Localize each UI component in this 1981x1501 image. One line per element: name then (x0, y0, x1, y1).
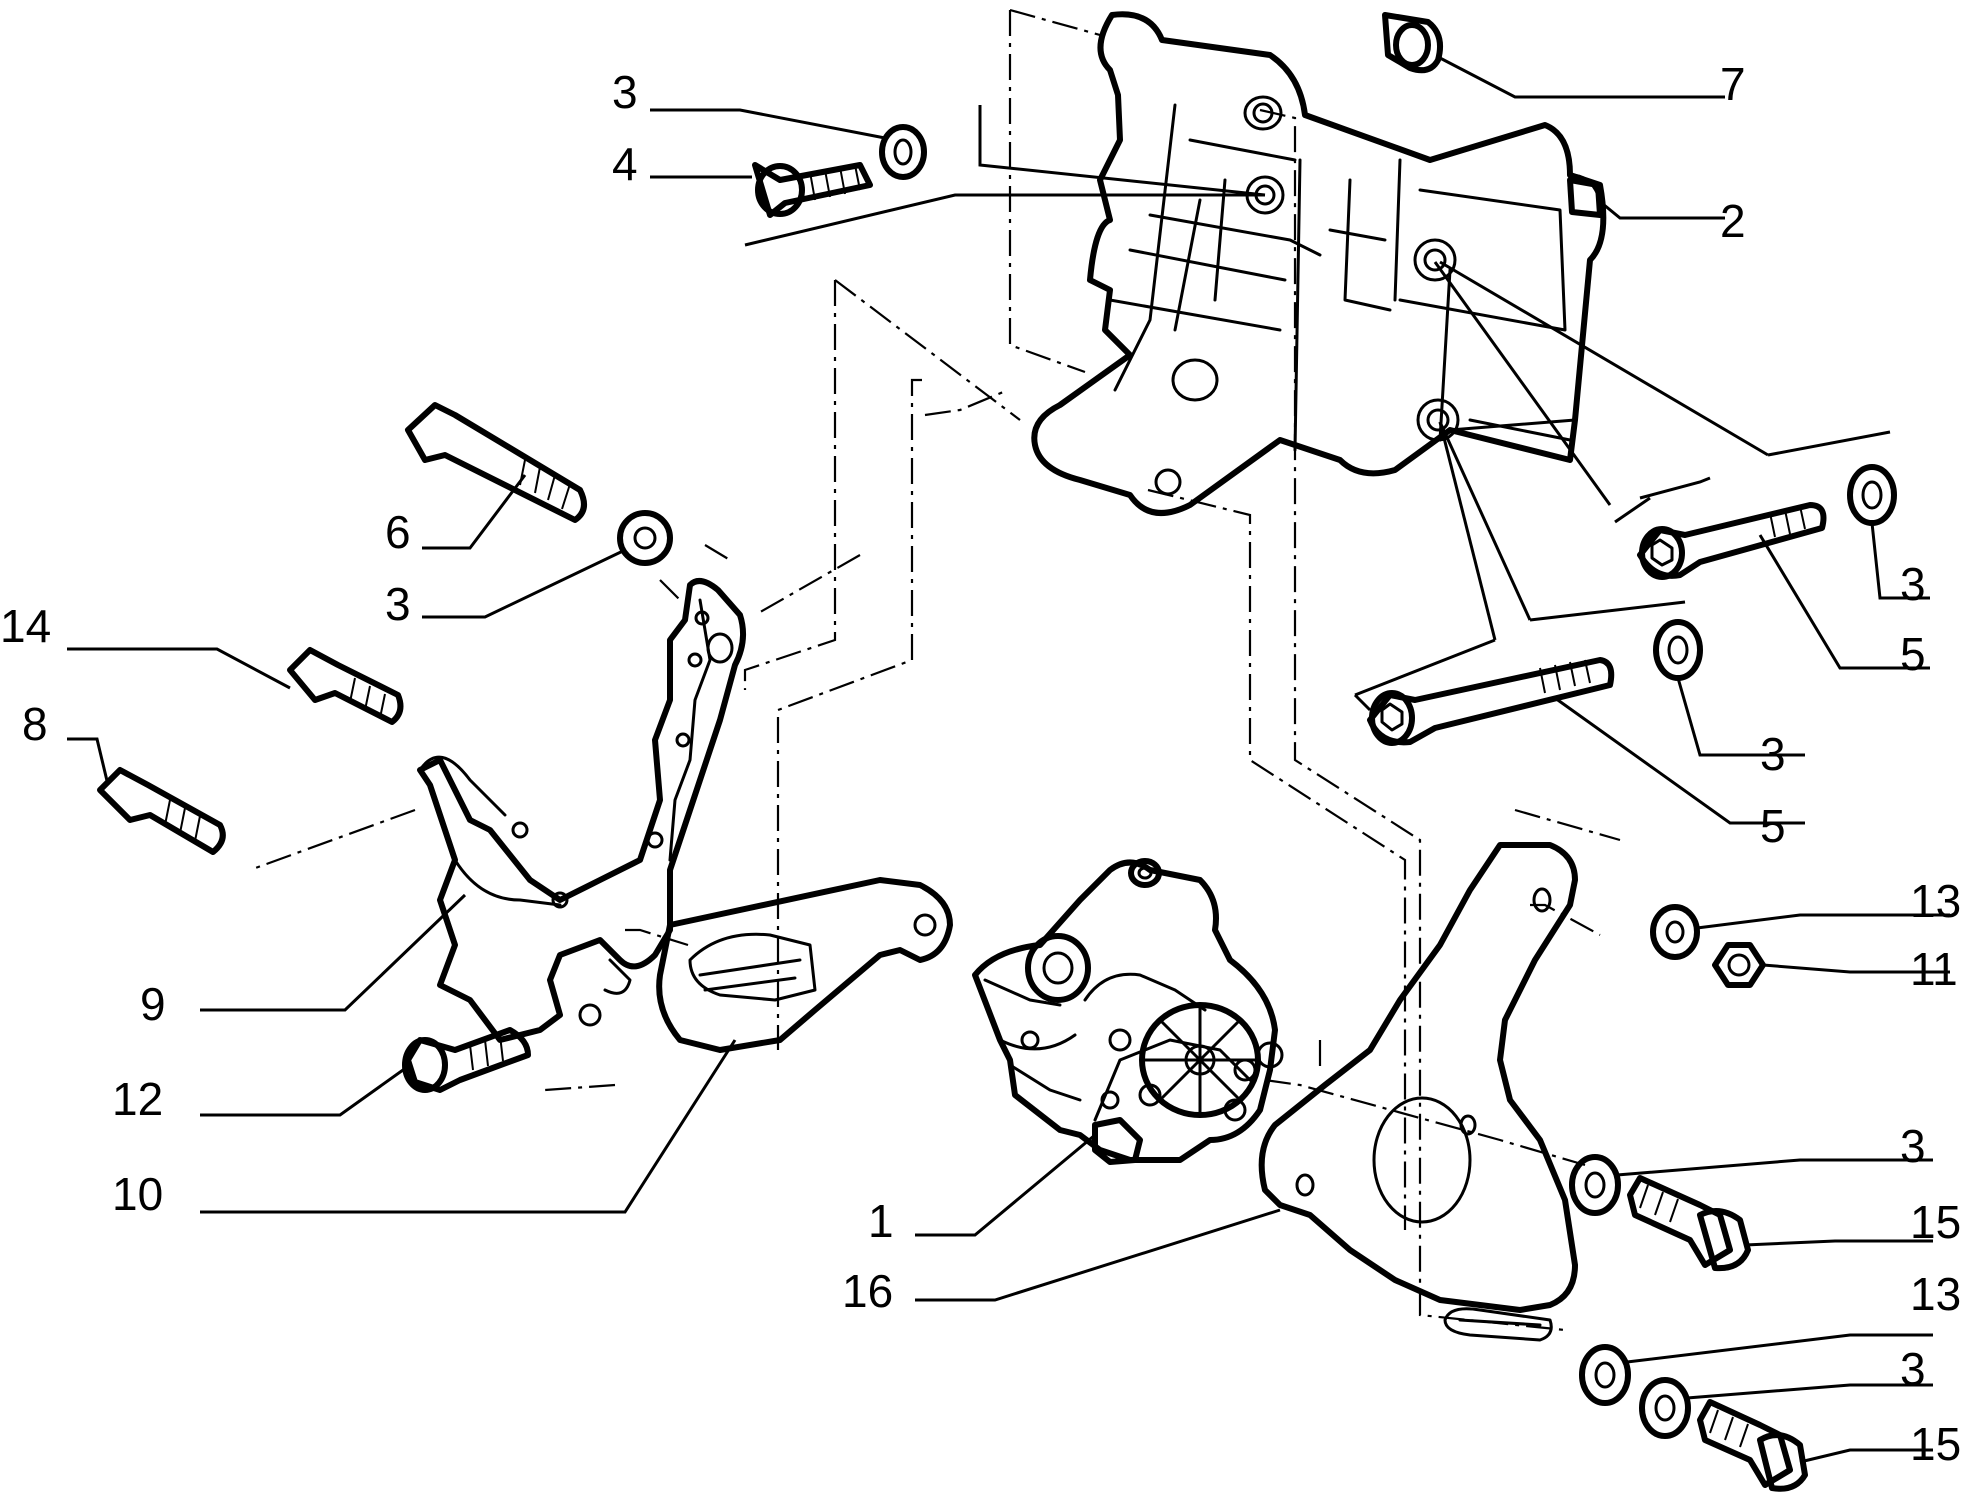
sleeve-part (1382, 12, 1443, 74)
alignment-lines (249, 8, 1621, 1332)
callout-3: 3 (1760, 728, 1786, 780)
screw-4 (752, 124, 927, 218)
upper-bracket (1031, 11, 1607, 516)
screw-15-upper (1569, 1154, 1751, 1272)
callout-14: 14 (0, 600, 51, 652)
callout-16: 16 (842, 1265, 893, 1317)
callout-3: 3 (1900, 1343, 1926, 1395)
callout-3: 3 (385, 578, 411, 630)
callout-9: 9 (140, 978, 166, 1030)
callout-13: 13 (1910, 1268, 1961, 1320)
screw-5-lower (1367, 619, 1703, 746)
callout-12: 12 (112, 1073, 163, 1125)
callout-5: 5 (1760, 800, 1786, 852)
callout-2: 2 (1720, 195, 1746, 247)
screw-5-upper (1637, 464, 1897, 580)
screw-8 (97, 767, 226, 855)
screw-12 (402, 1027, 531, 1093)
washers-13-3-screw-15-lower (1579, 1344, 1808, 1492)
leader-lines (67, 56, 1950, 1464)
callout-1: 1 (868, 1195, 894, 1247)
callout-8: 8 (22, 698, 48, 750)
callout-13: 13 (1910, 875, 1961, 927)
lever-10 (656, 877, 953, 1053)
callout-15: 15 (1910, 1196, 1961, 1248)
callout-11: 11 (1910, 943, 1958, 995)
callout-3: 3 (1900, 1120, 1926, 1172)
callout-3: 3 (612, 66, 638, 118)
callout-6: 6 (385, 506, 411, 558)
screw-14 (287, 647, 404, 725)
bracket-16 (1258, 842, 1578, 1342)
pump-1 (972, 858, 1284, 1165)
bracket-9 (417, 578, 747, 1043)
callout-labels: 3 4 7 2 6 3 14 8 3 5 3 5 13 11 9 12 10 3… (0, 58, 1961, 1470)
screw-6 (405, 402, 673, 566)
callout-7: 7 (1720, 58, 1746, 110)
callout-15: 15 (1910, 1418, 1961, 1470)
washer-13-nut-11 (1650, 904, 1766, 988)
callout-10: 10 (112, 1168, 163, 1220)
callout-5: 5 (1900, 628, 1926, 680)
callout-4: 4 (612, 138, 638, 190)
callout-3: 3 (1900, 558, 1926, 610)
